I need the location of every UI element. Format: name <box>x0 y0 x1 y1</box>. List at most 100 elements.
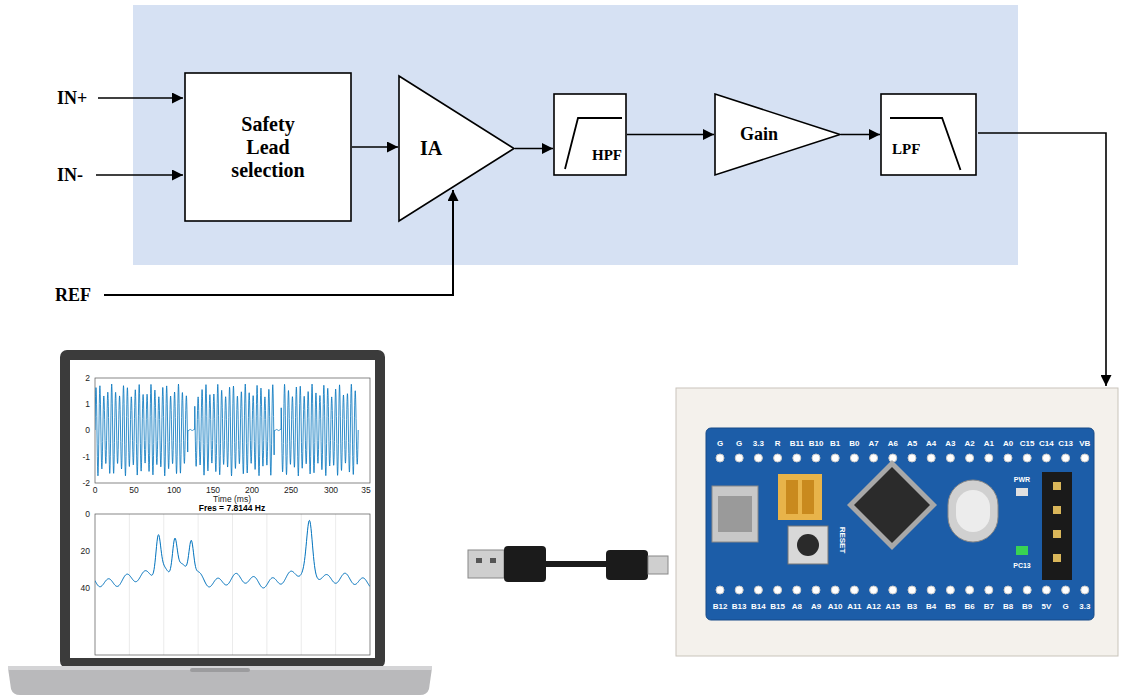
filter-box-outline <box>553 93 627 176</box>
plot-title: Fres = 7.8144 Hz <box>199 503 265 513</box>
grid-line <box>232 514 233 655</box>
signal-arrow <box>515 148 553 150</box>
signal-arrow <box>352 146 398 148</box>
pin-label: B6 <box>964 602 974 611</box>
pin-hole <box>1004 454 1012 462</box>
pin-hole <box>812 586 820 594</box>
pin-label: B1 <box>830 439 840 448</box>
pin-label: A6 <box>888 439 898 448</box>
pin-hole <box>850 454 858 462</box>
reset-button <box>788 526 828 564</box>
axis-tick: 200 <box>245 485 259 495</box>
axis-tick: 2 <box>85 373 90 383</box>
board-label: PC13 <box>1013 562 1031 569</box>
usb-a-body <box>504 546 546 582</box>
usb-a-slot <box>490 558 496 563</box>
box-outline <box>881 94 976 175</box>
pin-label: G <box>1062 602 1068 611</box>
pin-hole <box>985 586 993 594</box>
triangle-outline <box>399 76 514 221</box>
pin-hole <box>793 586 801 594</box>
usb-a-slot <box>476 558 482 563</box>
pin-label: B13 <box>732 602 747 611</box>
header-pin <box>1053 530 1061 538</box>
pin-label: B14 <box>751 602 766 611</box>
pin-label: B3 <box>907 602 917 611</box>
pin-hole <box>850 586 858 594</box>
pin-hole <box>927 454 935 462</box>
reset-cap <box>797 534 819 556</box>
pin-label: A5 <box>907 439 917 448</box>
axis-tick: 250 <box>284 485 298 495</box>
pin-hole <box>946 454 954 462</box>
pin-hole <box>1062 586 1070 594</box>
pcb <box>706 428 1094 620</box>
board-label: PWR <box>1014 476 1030 483</box>
plot-axes <box>95 514 370 655</box>
pin-hole <box>735 586 743 594</box>
pin-label: A4 <box>926 439 936 448</box>
pin-label: B5 <box>945 602 955 611</box>
highpass-symbol <box>565 118 622 169</box>
pin-hole <box>870 586 878 594</box>
axis-tick: 300 <box>324 485 338 495</box>
signal-trace <box>95 384 358 476</box>
pin-label: B7 <box>984 602 994 611</box>
axis-tick: 40 <box>81 583 90 593</box>
pin-hole <box>1023 454 1031 462</box>
pin-label: G <box>736 439 742 448</box>
pin-label: A3 <box>945 439 955 448</box>
crystal-top <box>956 490 990 532</box>
front-end-band <box>133 5 1018 265</box>
pin-hole <box>774 454 782 462</box>
pin-hole <box>716 586 724 594</box>
usb-cable <box>468 546 668 582</box>
pin-label: A1 <box>984 439 994 448</box>
output-wire <box>978 133 1106 386</box>
axis-tick: 100 <box>167 485 181 495</box>
signal-arrow <box>841 134 880 136</box>
pin-hole <box>1081 454 1089 462</box>
micro-usb-body <box>606 550 648 580</box>
pin-label: B15 <box>770 602 785 611</box>
pin-label: B0 <box>849 439 859 448</box>
lowpass-symbol <box>890 118 961 170</box>
axis-tick: 50 <box>129 485 138 495</box>
grid-line <box>163 514 164 655</box>
jumper-block <box>778 474 822 520</box>
header-pin <box>1053 482 1061 490</box>
pin-label: VB <box>1079 439 1090 448</box>
triangle-outline <box>715 94 840 175</box>
pin-label: C15 <box>1020 439 1035 448</box>
pin-hole <box>1042 586 1050 594</box>
header-pin <box>1053 506 1061 514</box>
plot-grid <box>129 514 335 655</box>
photo-frame <box>676 388 1118 656</box>
signal-name: IN- <box>57 165 83 186</box>
axis-title: Time (ms) <box>213 494 251 504</box>
usb-socket <box>712 486 758 542</box>
input-wire <box>96 174 183 176</box>
node-label: Gain <box>740 124 778 145</box>
pin-label: B9 <box>1022 602 1032 611</box>
pin-label: A0 <box>1003 439 1013 448</box>
axis-tick: 0 <box>85 425 90 435</box>
axis-tick: 150 <box>206 485 220 495</box>
chip-pins <box>847 460 937 550</box>
filter-box: HPF <box>553 93 627 176</box>
pin-hole <box>716 454 724 462</box>
pin-hole <box>870 454 878 462</box>
pin-hole <box>1062 454 1070 462</box>
header-pin <box>1053 554 1061 562</box>
usb-socket-inner <box>718 496 752 532</box>
pin-hole <box>1081 586 1089 594</box>
axis-tick: 0 <box>85 509 90 519</box>
pin-label: B4 <box>926 602 936 611</box>
pin-hole <box>908 586 916 594</box>
filter-box-outline <box>880 93 977 176</box>
pin-label: C14 <box>1039 439 1054 448</box>
axis-tick: 1 <box>85 399 90 409</box>
cable <box>546 561 608 567</box>
pin-label: A9 <box>811 602 821 611</box>
pin-label: C13 <box>1058 439 1073 448</box>
